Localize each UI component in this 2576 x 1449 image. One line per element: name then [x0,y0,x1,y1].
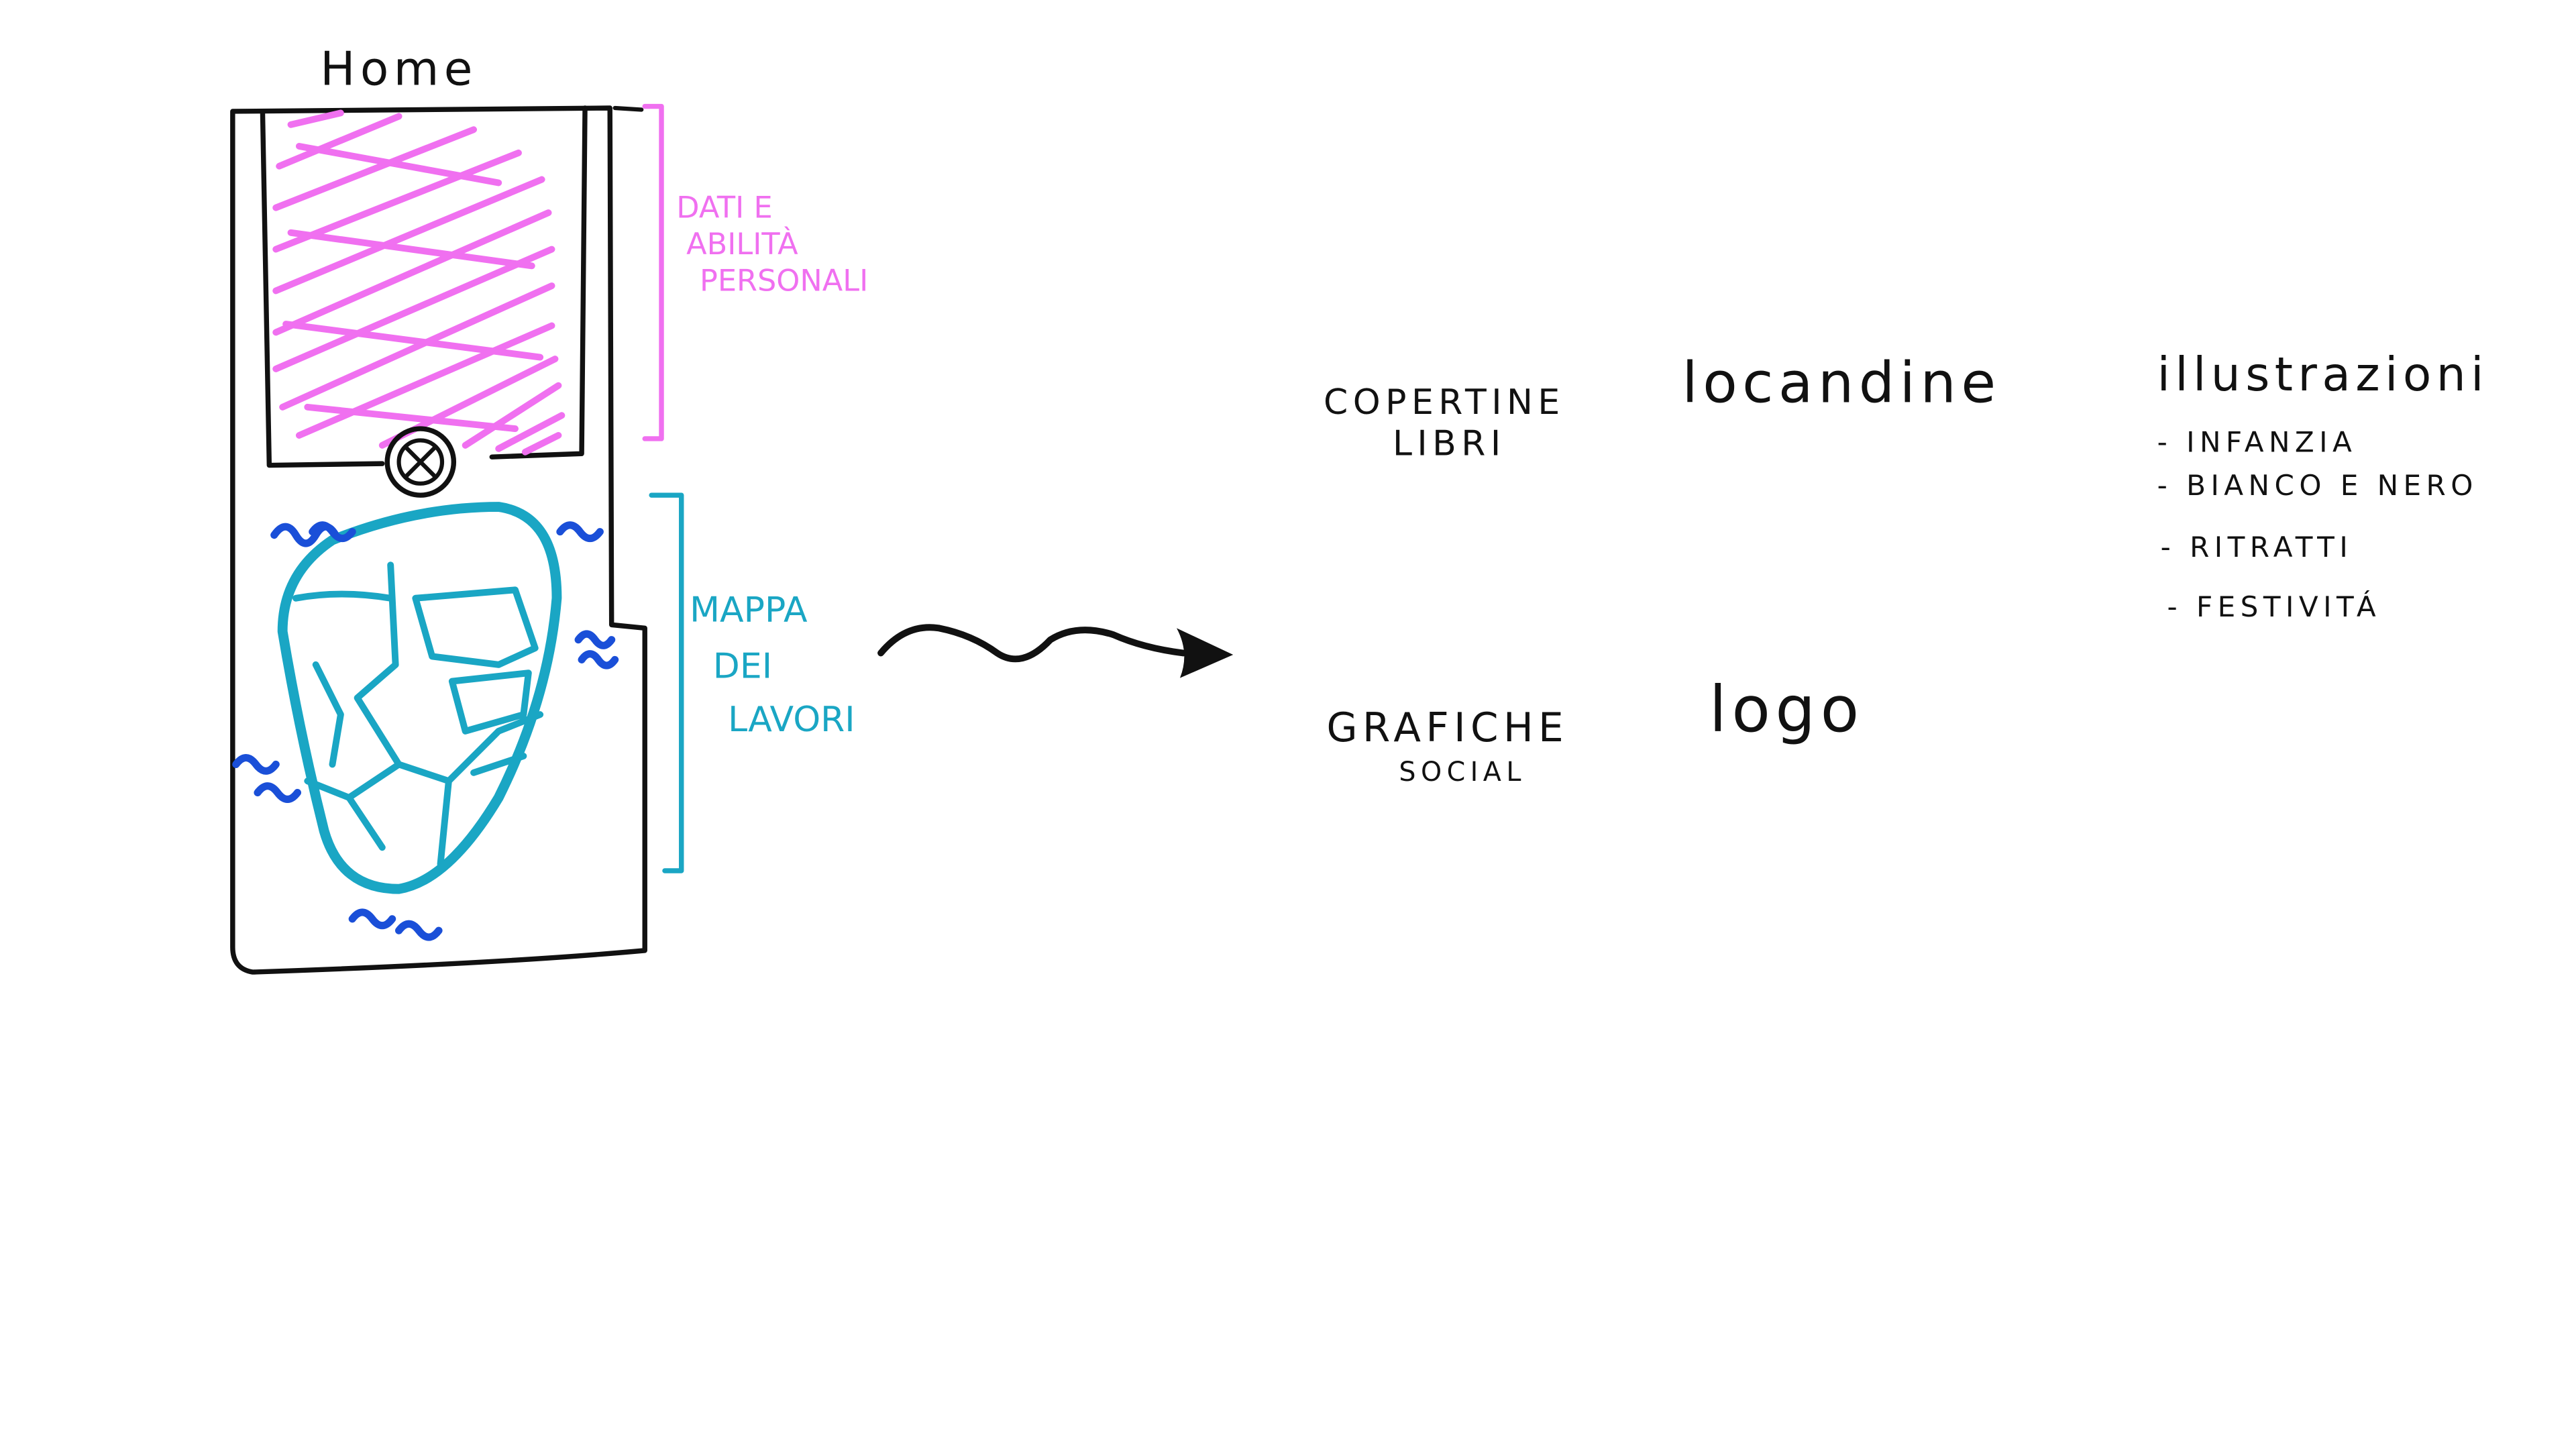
phone-notch-line [612,105,644,112]
illustrazioni-item: - FESTIVITÁ [2167,590,2381,623]
illustrazioni-item: - BIANCO E NERO [2157,469,2478,502]
water-squiggles [232,521,619,941]
illustrazioni-title: illustrazioni [2157,348,2489,402]
home-title: Home [320,42,478,96]
map-bracket [649,492,684,873]
circle-x-icon[interactable] [384,426,457,498]
map-note: MAPPA DEI LAVORI [690,590,855,739]
illustrazioni-item: - RITRATTI [2161,531,2353,564]
category-logo: logo [1709,674,1864,747]
category-illustrazioni: illustrazioni - INFANZIA - BIANCO E NERO… [2157,348,2489,623]
header-scribble [272,109,566,455]
phone-wireframe: Home [230,42,868,975]
svg-text:MAPPA: MAPPA [690,590,808,630]
svg-text:LIBRI: LIBRI [1393,424,1506,464]
wavy-arrow-icon [877,624,1234,678]
svg-text:DATI E: DATI E [676,190,772,225]
svg-text:ABILITÀ: ABILITÀ [686,226,798,262]
category-copertine: COPERTINE LIBRI [1324,382,1565,464]
svg-text:DEI: DEI [713,647,772,687]
header-panel [260,105,588,468]
header-note: DATI E ABILITÀ PERSONALI [676,190,868,298]
illustrazioni-item: - INFANZIA [2157,426,2357,459]
category-grafiche: GRAFICHE SOCIAL [1327,705,1569,788]
header-bracket [642,103,664,441]
phone-outline [230,105,647,975]
map-icon[interactable] [277,502,562,894]
category-locandine: locandine [1682,350,2000,415]
svg-text:PERSONALI: PERSONALI [700,263,868,298]
svg-text:SOCIAL: SOCIAL [1399,757,1525,788]
svg-text:LAVORI: LAVORI [728,700,855,740]
svg-text:COPERTINE: COPERTINE [1324,382,1565,423]
svg-text:GRAFICHE: GRAFICHE [1327,705,1569,751]
